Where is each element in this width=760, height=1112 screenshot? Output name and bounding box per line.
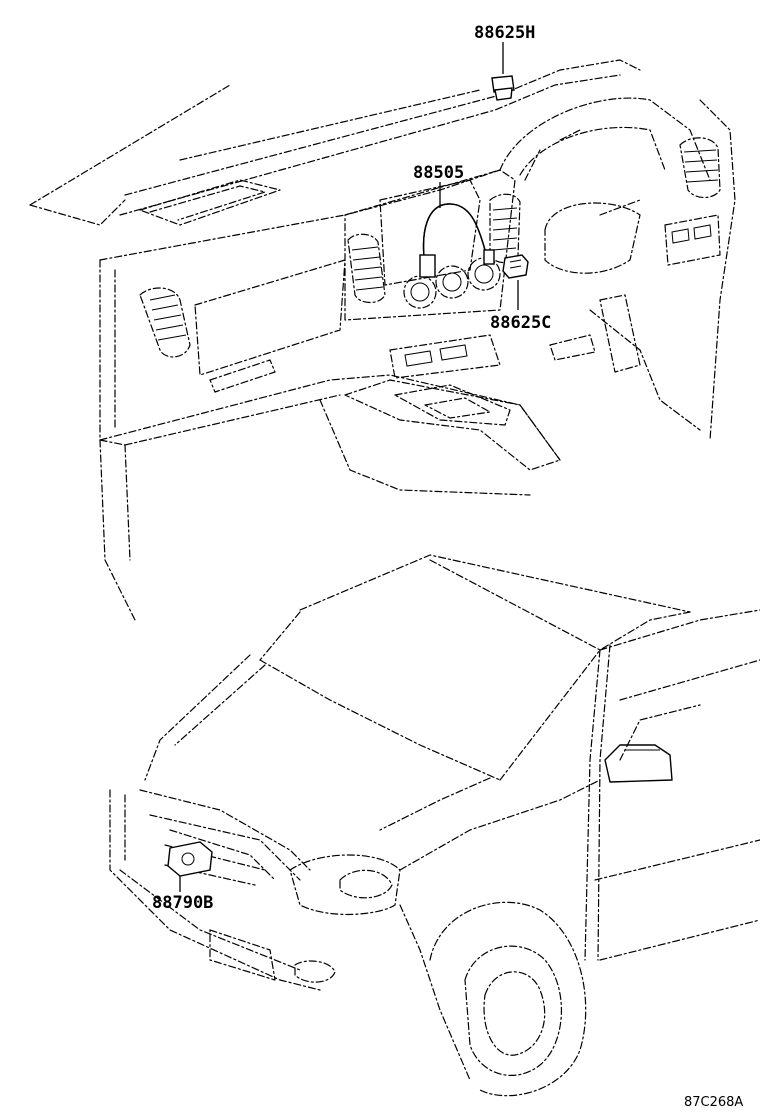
dashboard-illustration <box>29 59 736 621</box>
callout-88625C: 88625C <box>490 313 551 333</box>
callout-88790B: 88790B <box>152 893 213 913</box>
part-88625H-sensor <box>491 42 515 101</box>
part-88790B-sensor <box>167 841 213 892</box>
part-88505-harness <box>419 182 495 278</box>
vehicle-illustration <box>109 554 760 1097</box>
part-88625C-sensor <box>502 254 529 310</box>
illustration-code: 87C268A <box>684 1095 743 1110</box>
callout-88625H: 88625H <box>474 23 535 43</box>
callout-88505: 88505 <box>413 163 464 183</box>
